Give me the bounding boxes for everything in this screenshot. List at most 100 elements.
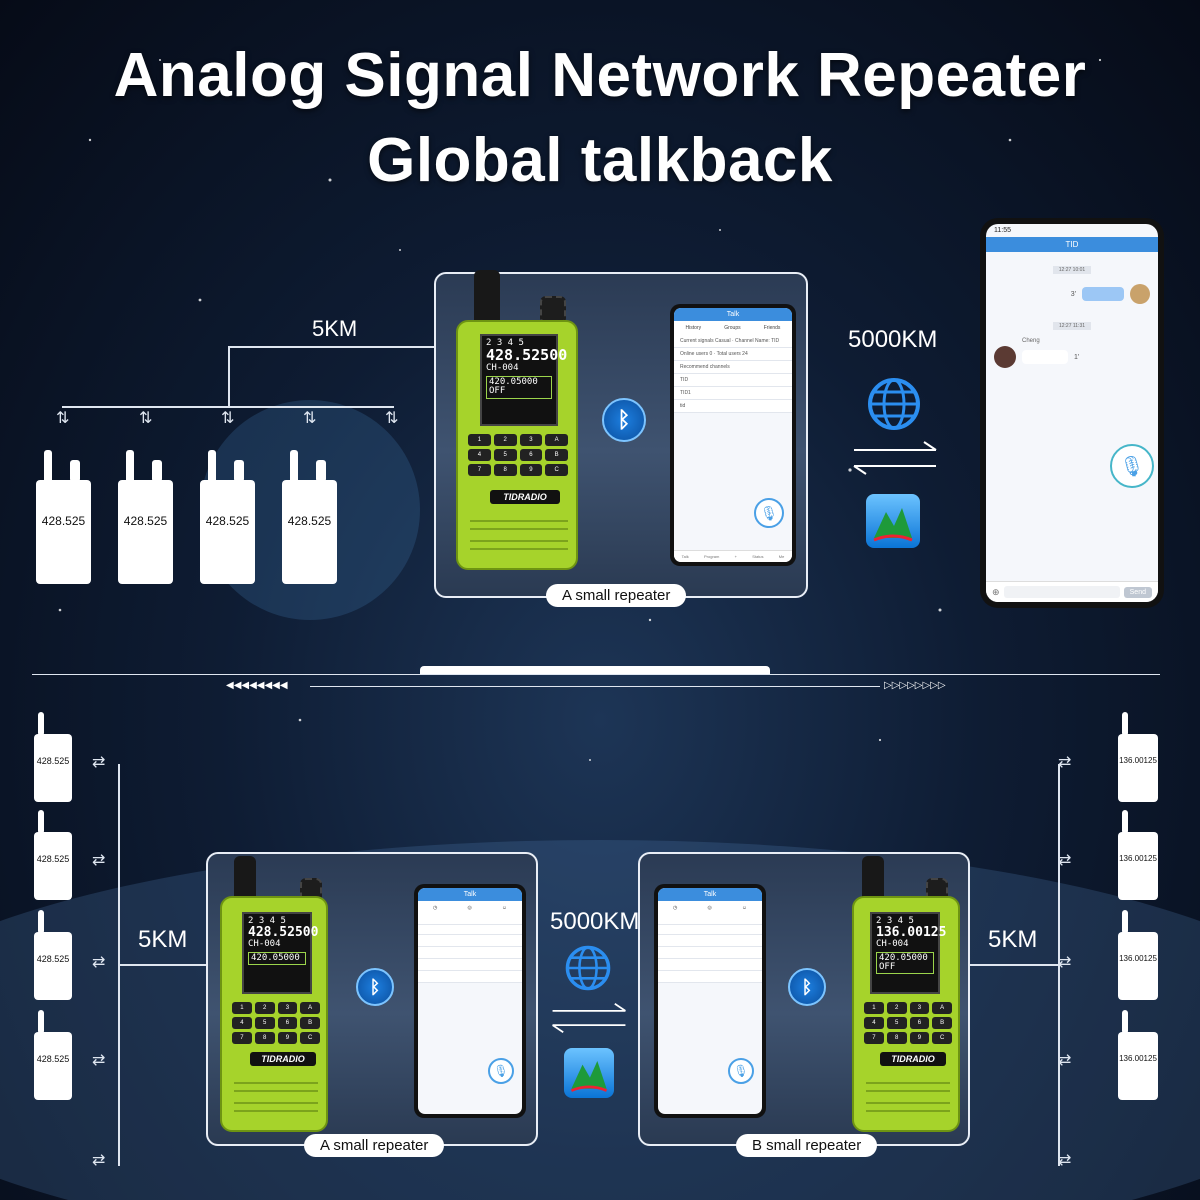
walkie-freq: 428.525 [34,932,72,1000]
bluetooth-icon: ᛒ [356,968,394,1006]
bluetooth-icon: ᛒ [788,968,826,1006]
footer-add[interactable]: + [734,554,737,559]
signal-arrow-icon: ⇄ [1058,852,1072,869]
walkie-freq: 136.00125 [1118,1032,1158,1100]
signal-arrow-icon: ⇄ [92,852,106,869]
radio-b-mode: OFF [879,961,896,972]
app-row[interactable]: tid [674,400,792,413]
footer-program[interactable]: Program [704,554,720,559]
walkie-freq: 428.525 [282,480,337,584]
tree-line [62,406,394,408]
footer-status[interactable]: Status [752,554,764,559]
repeater-app-icon [866,494,920,548]
tab-history[interactable]: History [685,325,702,331]
footer-me[interactable]: Me [778,554,785,559]
tree-line [228,346,230,408]
app-header: Talk [658,888,762,901]
radio-a-brand: TIDRADIO [490,490,560,504]
bluetooth-icon: ᛒ [602,398,646,442]
radio-a-freq-sub: 420.05000 [248,951,306,965]
voice-bubble[interactable] [1022,350,1068,364]
walkie-freq: 428.525 [200,480,255,584]
mic-icon[interactable]: 🎙 [1110,444,1154,488]
avatar [1130,284,1150,304]
app-row: Online users 0 [680,351,713,357]
radio-b-channel: CH-004 [876,939,909,950]
app-phone: Talk History Groups Friends Current sign… [670,304,796,566]
app-phone-b: Talk ◷◎☺ 🎙 [654,884,766,1118]
chat-header: TID [986,237,1158,252]
globe-icon [868,378,920,430]
chat-bubble-duration: 3' [1070,290,1076,298]
radio-a-body: 2 3 4 5 428.52500 CH-004 420.05000 OFF 1… [456,320,578,570]
walkie-freq: 136.00125 [1118,734,1158,802]
divider-arrows-left: ◀◀◀◀◀◀◀◀ [226,680,288,691]
globe-icon [565,945,611,991]
app-row[interactable]: Recommend channels [674,361,792,374]
top-global-distance: 5000KM [848,326,938,353]
app-row[interactable]: TID1 [674,387,792,400]
link-line-right [970,964,1058,966]
radio-a-screen: 2 3 4 5 428.52500 CH-004 420.05000 OFF [480,334,567,426]
signal-arrow-icon: ⇅ [385,410,399,427]
signal-arrow-icon: ⇄ [92,954,106,971]
signal-arrow-icon: ⇄ [1058,954,1072,971]
exchange-arrows-icon [853,441,937,475]
radio-b-screen: 2 3 4 5 136.00125 CH-004 420.05000 OFF [870,912,947,994]
divider-line [310,686,880,687]
radio-b-brand: TIDRADIO [880,1052,946,1066]
repeater-a-caption: A small repeater [304,1134,445,1157]
app-header: Talk [418,888,522,901]
top-repeater-panel: 2 3 4 5 428.52500 CH-004 420.05000 OFF 1… [434,270,808,607]
app-row[interactable]: TID [674,374,792,387]
top-local-distance: 5KM [312,316,358,341]
chat-status-time: 11:55 [994,227,1011,234]
bottom-left-distance: 5KM [138,926,188,953]
bracket-line-right [1058,764,1060,1166]
radio-a-freq-main: 428.52500 [248,925,319,941]
app-phone-a: Talk ◷◎☺ 🎙 [414,884,526,1118]
app-row: Current signals Casual [680,338,731,344]
page-title-line1: Analog Signal Network Repeater [113,41,1087,110]
radio-b-freq-main: 136.00125 [876,925,947,941]
bottom-right-distance: 5KM [988,926,1038,953]
tab-groups[interactable]: Groups [724,325,741,331]
mic-icon[interactable]: 🎙 [488,1058,514,1084]
walkie-freq: 428.525 [34,734,72,802]
divider-highlight [420,666,770,674]
add-icon[interactable]: ⊕ [992,586,1000,597]
radio-b-freq-sub: 420.05000 [879,952,928,963]
voice-bubble[interactable] [1082,287,1124,301]
footer-talk[interactable]: Talk [681,554,689,559]
signal-arrow-icon: ⇅ [139,410,153,427]
chat-sender: Cheng [1022,338,1040,344]
chat-phone: 11:55 TID 12:27 10:01 3' 12:27 11:31 Che… [980,218,1164,608]
walkie-freq: 428.525 [34,1032,72,1100]
radio-a-channel: CH-004 [486,363,519,374]
send-button[interactable]: Send [1123,586,1152,598]
radio-a-mode: OFF [489,386,506,397]
mic-icon[interactable]: 🎙 [754,498,784,528]
signal-arrow-icon: ⇅ [221,410,235,427]
walkie-freq: 428.525 [36,480,91,584]
walkie-freq: 428.525 [118,480,173,584]
page-title-line2: Global talkback [367,126,833,195]
tab-friends[interactable]: Friends [763,325,781,331]
walkie-freq: 428.525 [34,832,72,900]
app-row: Total users 24 [716,351,748,357]
radio-a-freq-sub: 420.05000 [489,376,538,387]
radio-b-body: 2 3 4 5 136.00125 CH-004 420.05000 OFF 1… [852,896,960,1132]
chat-timestamp: 12:27 10:01 [1052,266,1092,274]
radio-a-screen: 2 3 4 5 428.52500 CH-004 420.05000 [242,912,319,994]
mic-icon[interactable]: 🎙 [728,1058,754,1084]
signal-arrow-icon: ⇄ [1058,1152,1072,1169]
avatar [994,346,1016,368]
bottom-global-distance: 5000KM [550,908,640,935]
chat-input[interactable] [1003,586,1120,598]
radio-a-channel: CH-004 [248,939,281,950]
chat-timestamp: 12:27 11:31 [1052,322,1092,330]
chat-bubble-duration: 1' [1074,353,1080,361]
